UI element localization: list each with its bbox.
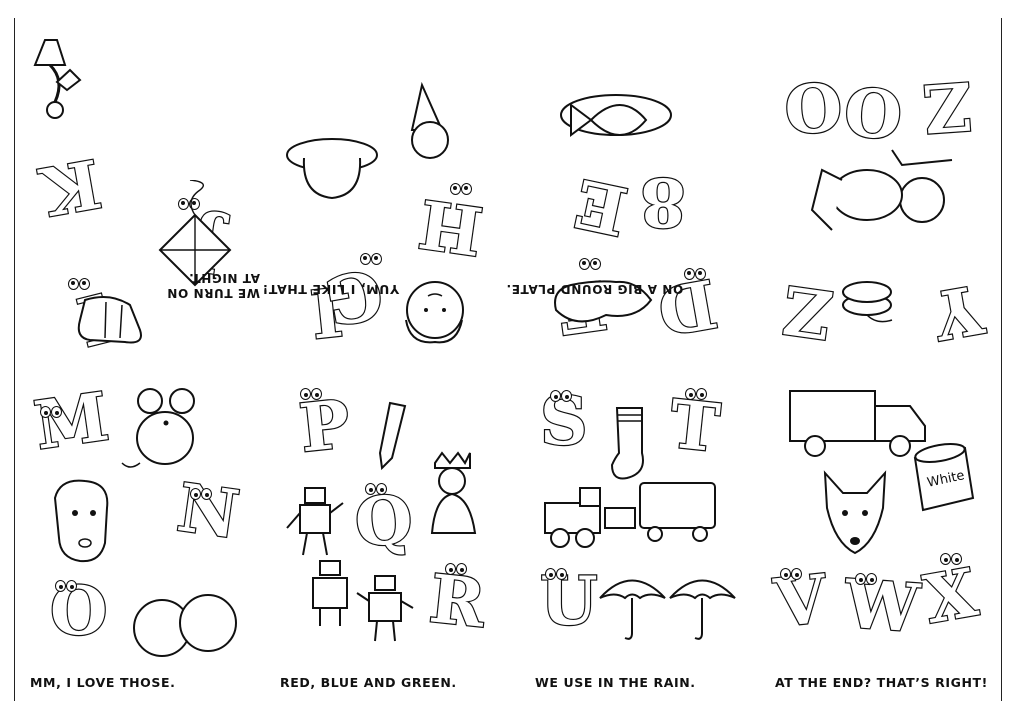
letter-eyes [358,252,382,265]
hat-icon [282,130,382,210]
caption-def: ON A BIG ROUND PLATE. [506,282,684,296]
caption-mno: MM, I LOVE THOSE. [30,675,176,690]
letter-m: M [29,376,115,466]
letter-h: H [413,183,488,271]
letter-x: X [917,552,983,640]
caption-ijk: WE TURN ON AT NIGHT. [166,271,260,300]
pencil-icon [370,398,420,473]
letter-eyes [445,563,469,576]
robot-icon [285,483,345,558]
fox-icon [815,463,895,558]
panel-stu: S T U WE USE IN THE RAIN. [535,368,775,698]
letter-eyes [55,580,79,593]
letter-eyes [550,390,574,403]
letter-d: D [651,262,723,351]
letter-eyes [545,568,569,581]
train-icon [540,478,720,553]
girl-face-icon [397,275,472,350]
lamp-icon [25,30,85,120]
letter-eyes [66,277,90,290]
ice-cream-cone-icon [402,80,472,170]
umbrella-icon [665,563,740,643]
panel-ijk: I J K WE TURN ON AT NIGHT. [20,20,260,362]
sock-icon [607,403,652,483]
yoyo-icon [837,270,897,330]
robot-icon [355,573,415,643]
zoo-animals-icon [792,145,962,250]
number-eight: 8 [639,162,687,242]
umbrella-icon [595,563,670,643]
letter-n: N [172,467,245,555]
panel-yz: Y Z Z O O [752,20,992,355]
letter-eyes [940,553,964,566]
letter-eyes [190,488,214,501]
letter-eyes [682,267,706,280]
glove-icon [70,290,150,350]
caption-ghi: YUM, I LIKE THAT! [262,282,400,297]
oranges-icon [130,583,240,663]
paint-can-icon: White [905,438,980,518]
panel-def: F E 8 D ON A BIG ROUND PLATE. [506,20,746,352]
robot-icon [305,558,355,628]
queen-icon [420,448,485,538]
panel-pqr: P Q R RED, BLUE AND GREEN. [280,368,520,698]
truck-icon [785,386,935,461]
boy-face-icon [45,473,120,568]
letter-o: O [781,65,845,148]
letter-k: K [35,142,107,231]
left-page-edge [14,18,15,701]
letter-t: T [665,383,724,468]
letter-eyes [365,483,389,496]
caption-vwx: AT THE END? THAT’S RIGHT! [775,675,988,690]
panel-mno: M N O MM, I LOVE THOSE. [29,368,270,698]
letter-p: P [295,383,355,468]
fish-icon [556,80,676,160]
right-page-edge [1001,18,1002,701]
letter-z: Z [920,65,976,149]
kite-icon [150,180,240,290]
letter-eyes [855,573,879,586]
letter-eyes [780,568,804,581]
panel-vwx: V W X White AT THE END? THAT’S RIGHT! [770,368,1015,698]
letter-y: Y [927,268,989,355]
panel-ghi: I H G YUM, I LIKE THAT! [262,20,502,354]
letter-e: E [567,162,635,251]
letter-eyes [448,182,472,195]
letter-z: Z [777,269,838,355]
caption-stu: WE USE IN THE RAIN. [535,675,696,690]
letter-g: G [318,252,389,341]
letter-q: Q [351,478,417,563]
dinosaur-icon [546,260,656,340]
letter-eyes [40,406,64,419]
mouse-icon [120,383,205,473]
letter-o: O [841,70,906,154]
letter-r: R [425,558,490,644]
letter-eyes [300,388,324,401]
letter-eyes [685,388,709,401]
caption-pqr: RED, BLUE AND GREEN. [280,675,457,690]
